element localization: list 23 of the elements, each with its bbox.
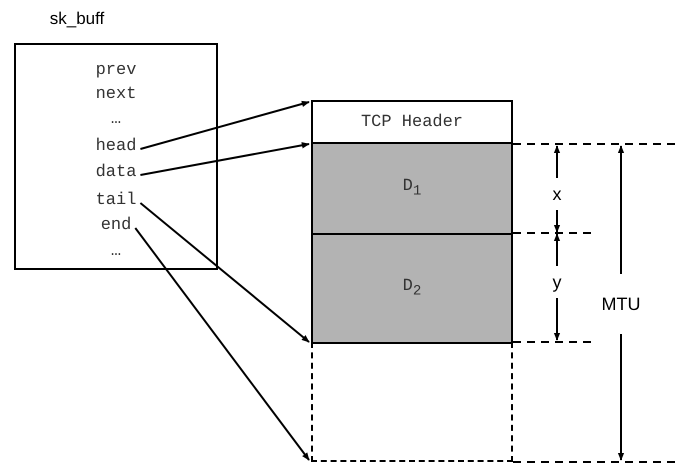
pointer-arrow (140, 100, 310, 150)
dimension-label: y (552, 271, 562, 293)
field-name: … (110, 110, 122, 130)
field-name: … (110, 242, 122, 262)
field-name: tail (96, 191, 136, 211)
field-name: end (100, 216, 132, 236)
data-block (311, 142, 513, 235)
pointer-arrow (140, 142, 310, 176)
free-space-block (311, 342, 513, 462)
pointer-arrow (140, 202, 310, 343)
block-label: D$_{2}$ (402, 277, 422, 300)
header-block (311, 100, 513, 144)
block-label: D$_{1}$ (402, 177, 422, 200)
dimension-label: MTU (602, 293, 640, 315)
field-name: prev (96, 61, 136, 81)
header-label: TCP Header (360, 112, 464, 132)
struct-title: sk_buff (48, 9, 106, 29)
field-name: head (96, 137, 136, 157)
pointer-arrow (134, 227, 310, 461)
data-block (311, 233, 513, 344)
field-name: data (96, 163, 136, 183)
dimension-label: x (552, 183, 562, 205)
field-name: next (96, 85, 136, 105)
